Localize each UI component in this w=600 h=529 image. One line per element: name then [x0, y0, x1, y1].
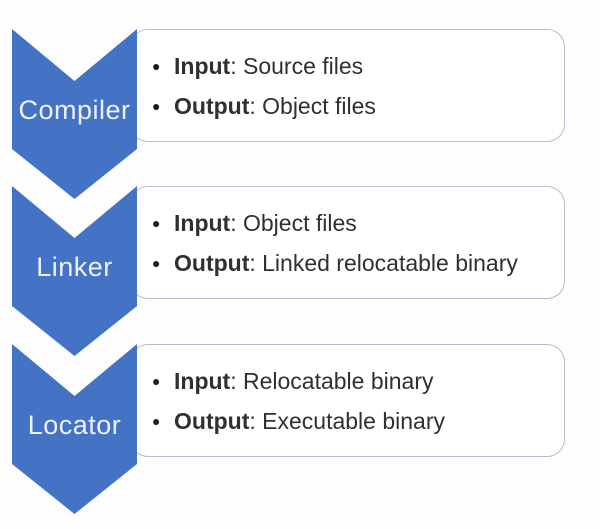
bullet-term: Output	[174, 249, 250, 276]
bullet-icon: ●	[152, 214, 161, 231]
bullet-text: : Relocatable binary	[230, 367, 434, 394]
stage-label-compiler: Compiler	[18, 95, 131, 125]
stage-label-linker: Linker	[36, 252, 113, 282]
bullet-text: : Executable binary	[249, 407, 445, 434]
chevron-shape	[12, 344, 137, 514]
list-item: ● Input: Relocatable binary	[131, 361, 564, 401]
compiler-bullet-list: ● Input: Source files ● Output: Object fil…	[131, 46, 564, 126]
linker-io-box: ● Input: Object files ● Output: Linked rel…	[130, 186, 565, 299]
list-item: ● Input: Object files	[131, 203, 564, 243]
locator-bullet-list: ● Input: Relocatable binary ● Output: Exec…	[131, 361, 564, 441]
list-item: ● Output: Executable binary	[131, 401, 564, 441]
bullet-term: Input	[174, 367, 231, 394]
list-item: ● Input: Source files	[131, 46, 564, 86]
linker-bullet-list: ● Input: Object files ● Output: Linked rel…	[131, 203, 564, 283]
locator-io-box: ● Input: Relocatable binary ● Output: Exec…	[130, 344, 565, 457]
bullet-term: Output	[174, 407, 250, 434]
chevron-shape	[12, 186, 137, 356]
compiler-io-box: ● Input: Source files ● Output: Object fil…	[130, 29, 565, 142]
bullet-icon: ●	[152, 97, 161, 114]
list-item: ● Output: Object files	[131, 86, 564, 126]
stage-linker: ● Input: Object files ● Output: Linked rel…	[0, 186, 600, 358]
bullet-text: : Source files	[230, 52, 364, 79]
chevron-down-icon	[12, 186, 137, 356]
bullet-term: Input	[174, 209, 231, 236]
chevron-down-icon	[12, 344, 137, 514]
stage-locator: ● Input: Relocatable binary ● Output: Exec…	[0, 344, 600, 516]
bullet-text: : Object files	[249, 92, 376, 119]
bullet-term: Output	[174, 92, 250, 119]
list-item: ● Output: Linked relocatable binary	[131, 243, 564, 283]
chevron-shape	[12, 29, 137, 199]
bullet-icon: ●	[152, 412, 161, 429]
bullet-icon: ●	[152, 57, 161, 74]
stage-label-locator: Locator	[27, 410, 122, 440]
bullet-text: : Linked relocatable binary	[249, 249, 518, 276]
chevron-down-icon	[12, 29, 137, 199]
bullet-term: Input	[174, 52, 231, 79]
stage-compiler: ● Input: Source files ● Output: Object fil…	[0, 29, 600, 201]
bullet-icon: ●	[152, 372, 161, 389]
bullet-text: : Object files	[230, 209, 357, 236]
bullet-icon: ●	[152, 254, 161, 271]
